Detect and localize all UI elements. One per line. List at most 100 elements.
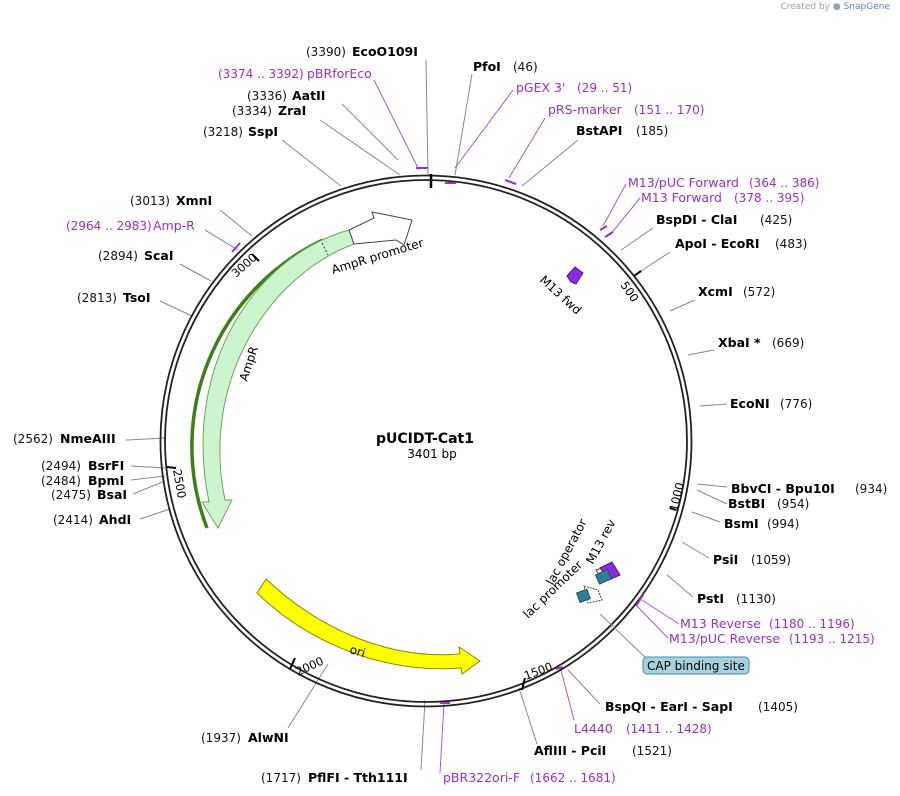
primer-range: (1193 .. 1215) bbox=[789, 632, 875, 646]
site-pos: (994) bbox=[767, 517, 799, 531]
primer-name: M13/pUC Forward bbox=[628, 175, 739, 190]
site-pos: (3218) bbox=[203, 125, 243, 139]
ampr-highlight bbox=[190, 238, 324, 529]
m13-fwd-arrow bbox=[566, 266, 584, 285]
primer-name: M13 Reverse bbox=[680, 616, 761, 631]
site-name: EcoO109I bbox=[352, 44, 418, 59]
site-name: AhdI bbox=[99, 512, 131, 527]
site-name: BsmI bbox=[724, 516, 759, 531]
site-pos: (1405) bbox=[758, 700, 798, 714]
ampr-promoter-arrow bbox=[348, 211, 413, 246]
site-leader-lines bbox=[125, 59, 728, 771]
site-pos: (776) bbox=[780, 397, 812, 411]
site-name: XbaI * bbox=[718, 335, 761, 350]
site-name: ApoI - EcoRI bbox=[675, 236, 760, 251]
site-pos: (669) bbox=[772, 336, 804, 350]
plasmid-length: 3401 bp bbox=[407, 447, 457, 461]
primer-range: (29 .. 51) bbox=[577, 81, 632, 95]
site-name: BspDI - ClaI bbox=[656, 212, 737, 227]
site-name: PstI bbox=[697, 591, 724, 606]
lac-box bbox=[575, 588, 591, 604]
primer-name: Amp-R bbox=[153, 218, 195, 233]
site-name: BsrFI bbox=[88, 458, 124, 473]
tick-label: 3000 bbox=[229, 250, 260, 280]
site-name: SspI bbox=[248, 124, 278, 139]
cap-site-mark bbox=[594, 568, 613, 585]
primer-range: (378 .. 395) bbox=[734, 191, 804, 205]
plasmid-name: pUCIDT-Cat1 bbox=[376, 431, 474, 447]
site-pos: (572) bbox=[743, 285, 775, 299]
restriction-sites: (3390) EcoO109I PfoI (46) (3336) AatII (… bbox=[13, 44, 887, 785]
feature-label-ori: ori bbox=[348, 642, 367, 660]
site-pos: (2484) bbox=[41, 474, 81, 488]
primer-labels: (3374 .. 3392) pBRforEco pGEX 3' (29 .. … bbox=[66, 66, 875, 785]
primer-range: (2964 .. 2983) bbox=[66, 219, 152, 233]
site-name: AatII bbox=[292, 88, 325, 103]
site-name: BsaI bbox=[97, 487, 127, 502]
feature-label-cap-binding-site: CAP binding site bbox=[647, 659, 745, 673]
primer-range: (1180 .. 1196) bbox=[769, 617, 855, 631]
ori-feature-arrow bbox=[256, 578, 481, 675]
site-name: BstAPI bbox=[576, 123, 622, 138]
site-pos: (2894) bbox=[98, 249, 138, 263]
site-name: EcoNI bbox=[730, 396, 770, 411]
site-name: XmnI bbox=[176, 193, 212, 208]
cap-binding-site-box bbox=[642, 656, 750, 675]
primer-range: (1662 .. 1681) bbox=[530, 771, 616, 785]
primer-range: (364 .. 386) bbox=[749, 176, 819, 190]
site-name: BspQI - EarI - SapI bbox=[605, 699, 733, 714]
site-name: ScaI bbox=[144, 248, 174, 263]
tick-label: 1500 bbox=[522, 659, 554, 683]
site-pos: (1717) bbox=[261, 771, 301, 785]
site-name: PflFI - Tth111I bbox=[308, 770, 408, 785]
primer-range: (151 .. 170) bbox=[634, 103, 704, 117]
primer-range: (1411 .. 1428) bbox=[626, 722, 712, 736]
site-pos: (3336) bbox=[247, 89, 287, 103]
site-pos: (2475) bbox=[51, 488, 91, 502]
site-name: BbvCI - Bpu10I bbox=[731, 481, 835, 496]
primer-name: M13 Forward bbox=[641, 190, 722, 205]
site-pos: (2494) bbox=[41, 459, 81, 473]
site-name: ZraI bbox=[278, 103, 306, 118]
primer-leader-lines bbox=[204, 79, 680, 774]
site-name: XcmI bbox=[698, 284, 733, 299]
primer-range: (3374 .. 3392) bbox=[218, 67, 304, 81]
site-name: AlwNI bbox=[248, 730, 289, 745]
primer-name: pBR322ori-F bbox=[443, 770, 520, 785]
primer-name: L4440 bbox=[574, 721, 613, 736]
backbone-outer bbox=[159, 174, 693, 708]
site-pos: (425) bbox=[760, 213, 792, 227]
site-pos: (2813) bbox=[77, 291, 117, 305]
primer-name: M13/pUC Reverse bbox=[669, 631, 780, 646]
site-pos: (483) bbox=[775, 237, 807, 251]
site-pos: (1937) bbox=[201, 731, 241, 745]
site-pos: (2414) bbox=[53, 513, 93, 527]
primer-name: pBRforEco bbox=[307, 66, 372, 81]
snapgene-logo-icon: ● bbox=[832, 2, 841, 12]
snapgene-credit: Created by ● SnapGene bbox=[780, 2, 890, 12]
site-pos: (1521) bbox=[632, 744, 672, 758]
primer-name: pGEX 3' bbox=[516, 80, 565, 95]
site-pos: (2562) bbox=[13, 432, 53, 446]
site-name: BpmI bbox=[88, 473, 124, 488]
site-name: PsiI bbox=[713, 552, 738, 567]
primer-name: pRS-marker bbox=[548, 102, 623, 117]
tick-label: 1000 bbox=[666, 481, 687, 513]
site-name: NmeAIII bbox=[60, 431, 116, 446]
site-pos: (934) bbox=[855, 482, 887, 496]
site-pos: (3390) bbox=[306, 45, 346, 59]
site-pos: (1059) bbox=[751, 553, 791, 567]
credit-brand: SnapGene bbox=[843, 2, 890, 12]
site-name: PfoI bbox=[473, 59, 501, 74]
site-pos: (954) bbox=[777, 497, 809, 511]
primer-marks bbox=[231, 167, 644, 704]
site-pos: (3334) bbox=[232, 104, 272, 118]
site-name: BstBI bbox=[728, 496, 765, 511]
credit-prefix: Created by bbox=[780, 2, 830, 12]
cap-leader bbox=[599, 613, 649, 661]
site-pos: (185) bbox=[636, 124, 668, 138]
site-pos: (1130) bbox=[736, 592, 776, 606]
site-name: TsoI bbox=[123, 290, 151, 305]
tick-label: 2500 bbox=[170, 468, 189, 499]
